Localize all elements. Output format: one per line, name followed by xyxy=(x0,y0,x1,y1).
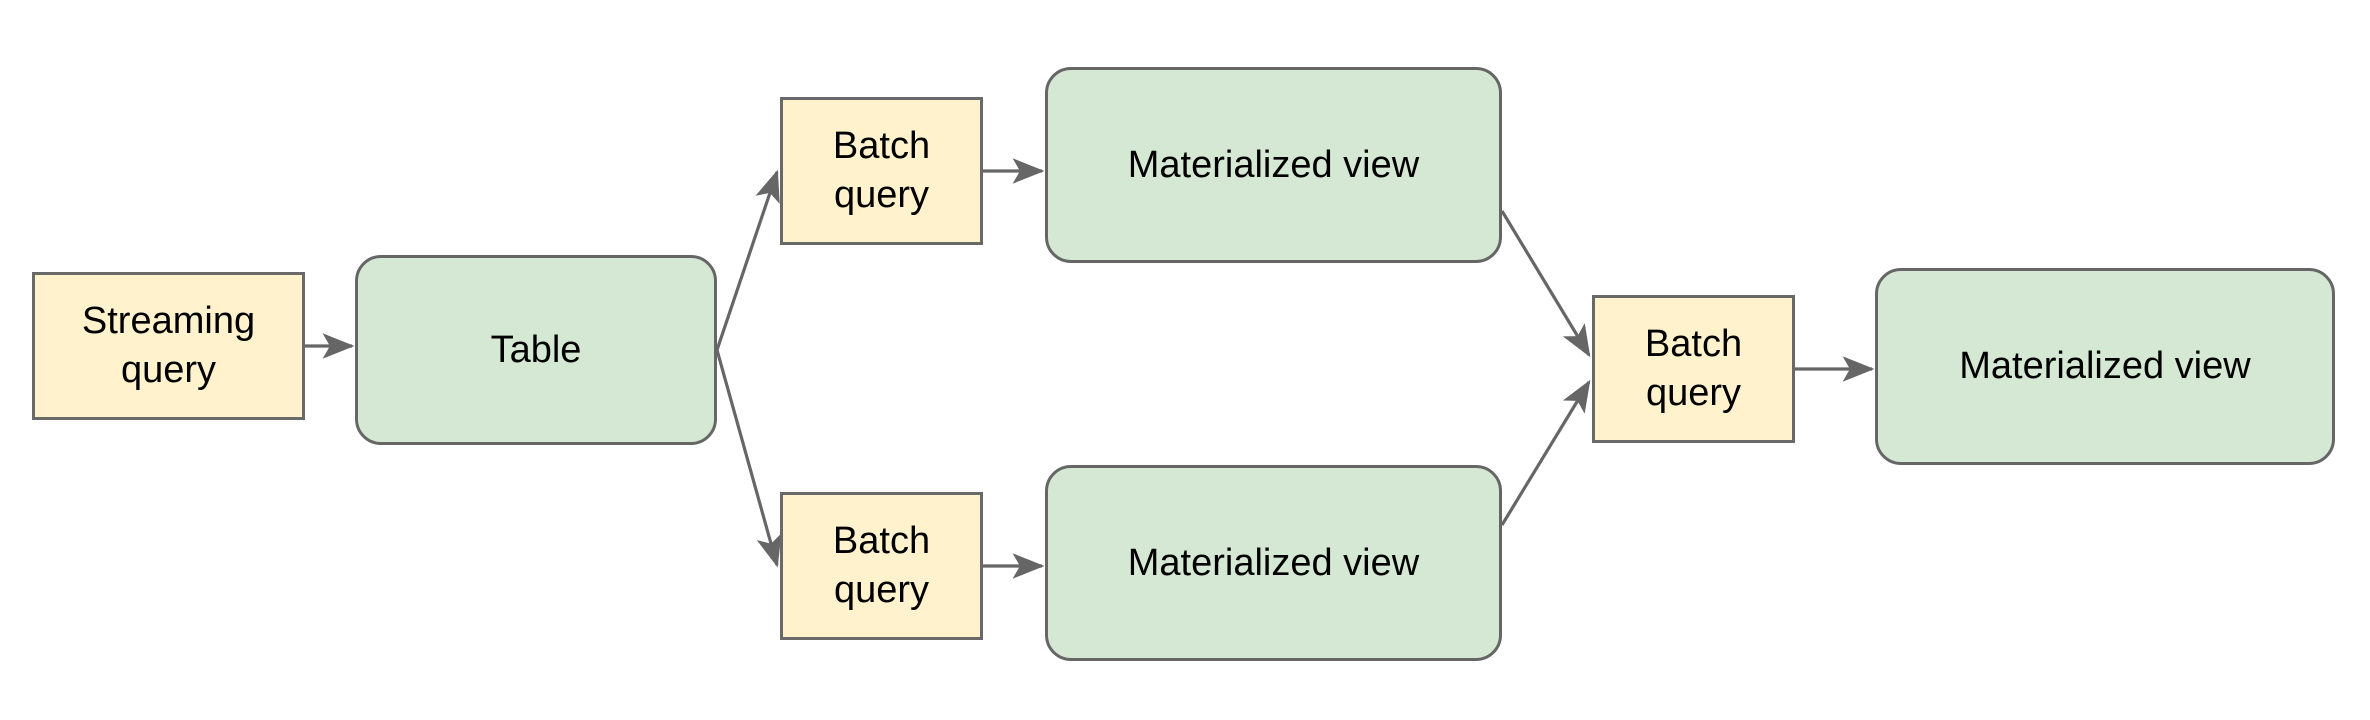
node-materialized-view-final[interactable]: Materialized view xyxy=(1875,268,2335,465)
node-materialized-view-top[interactable]: Materialized view xyxy=(1045,67,1502,263)
edge-materialized-view-top-to-batch-query-join xyxy=(1500,210,1591,358)
node-streaming-query[interactable]: Streaming query xyxy=(32,272,305,420)
edge-materialized-view-bottom-to-batch-query-join xyxy=(1500,379,1591,526)
node-batch-query-join[interactable]: Batch query xyxy=(1592,295,1795,443)
node-batch-query-top[interactable]: Batch query xyxy=(780,97,983,245)
edge-table-to-batch-query-bottom xyxy=(715,349,782,568)
node-batch-query-bottom[interactable]: Batch query xyxy=(780,492,983,640)
node-table[interactable]: Table xyxy=(355,255,717,445)
node-materialized-view-bottom[interactable]: Materialized view xyxy=(1045,465,1502,661)
edge-table-to-batch-query-top xyxy=(715,169,780,351)
